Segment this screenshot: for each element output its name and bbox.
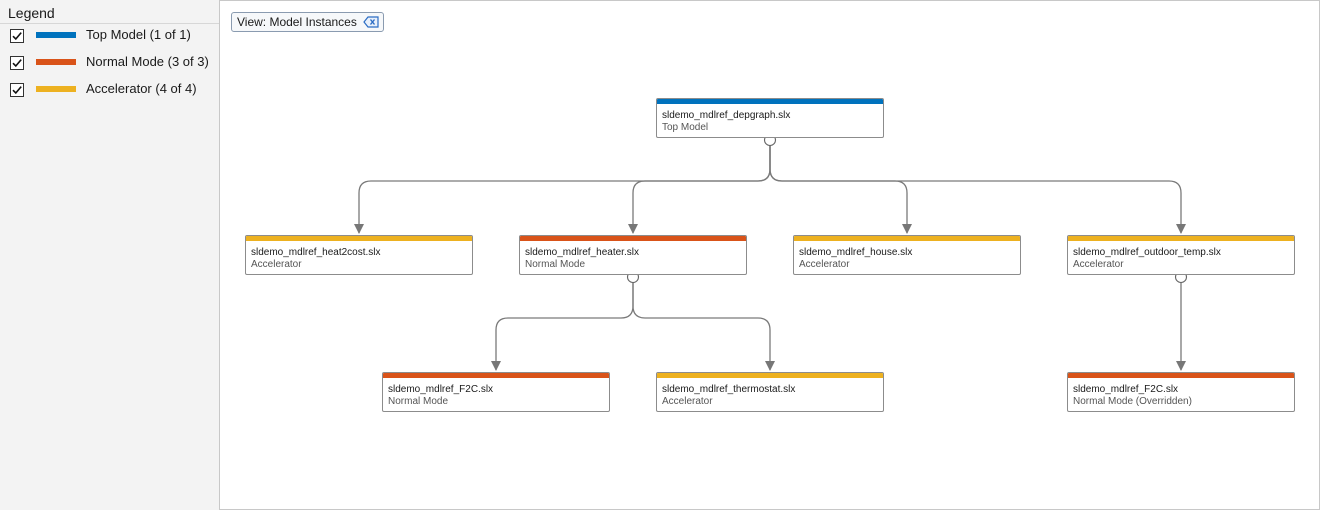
node-mode-bar: [1068, 236, 1294, 241]
legend-label-normal-mode: Normal Mode (3 of 3): [86, 54, 209, 69]
legend-label-top-model: Top Model (1 of 1): [86, 27, 191, 42]
model-node-f2c[interactable]: sldemo_mdlref_F2C.slx Normal Mode: [382, 372, 610, 412]
legend-label-accelerator: Accelerator (4 of 4): [86, 81, 197, 96]
node-mode-label: Accelerator: [1073, 259, 1124, 270]
node-mode-bar: [520, 236, 746, 241]
dependency-edge: [491, 282, 634, 371]
legend-checkbox-top-model[interactable]: [10, 29, 24, 43]
legend-divider: [0, 23, 219, 24]
node-model-name: sldemo_mdlref_thermostat.slx: [662, 384, 796, 395]
view-filter-label: View: Model Instances: [237, 15, 357, 29]
model-node-heater[interactable]: sldemo_mdlref_heater.slx Normal Mode: [519, 235, 747, 275]
legend-item-top-model[interactable]: Top Model (1 of 1): [0, 26, 219, 48]
model-node-outdoor-temp[interactable]: sldemo_mdlref_outdoor_temp.slx Accelerat…: [1067, 235, 1295, 275]
legend-swatch-top-model: [36, 32, 76, 38]
node-mode-bar: [383, 373, 609, 378]
model-node-top[interactable]: sldemo_mdlref_depgraph.slx Top Model: [656, 98, 884, 138]
node-mode-bar: [246, 236, 472, 241]
legend-item-accelerator[interactable]: Accelerator (4 of 4): [0, 80, 219, 102]
legend-item-normal-mode[interactable]: Normal Mode (3 of 3): [0, 53, 219, 75]
node-mode-bar: [657, 373, 883, 378]
node-model-name: sldemo_mdlref_outdoor_temp.slx: [1073, 247, 1221, 258]
node-mode-bar: [1068, 373, 1294, 378]
node-mode-bar: [657, 99, 883, 104]
view-filter-chip[interactable]: View: Model Instances: [231, 12, 384, 32]
legend-swatch-normal-mode: [36, 59, 76, 65]
model-node-house[interactable]: sldemo_mdlref_house.slx Accelerator: [793, 235, 1021, 275]
model-node-heat2cost[interactable]: sldemo_mdlref_heat2cost.slx Accelerator: [245, 235, 473, 275]
node-model-name: sldemo_mdlref_depgraph.slx: [662, 110, 791, 121]
node-model-name: sldemo_mdlref_F2C.slx: [1073, 384, 1179, 395]
node-model-name: sldemo_mdlref_heater.slx: [525, 247, 639, 258]
node-mode-label: Accelerator: [251, 259, 302, 270]
node-model-name: sldemo_mdlref_F2C.slx: [388, 384, 494, 395]
model-node-thermostat[interactable]: sldemo_mdlref_thermostat.slx Accelerator: [656, 372, 884, 412]
clear-filter-icon[interactable]: [363, 16, 379, 28]
node-mode-label: Accelerator: [799, 259, 850, 270]
dependency-edge: [354, 145, 771, 234]
legend-panel: Legend Top Model (1 of 1) Normal Mode (3…: [0, 0, 220, 510]
checkmark-icon: [12, 59, 22, 68]
graph-canvas[interactable]: View: Model Instances sldemo_mdlref_depg…: [220, 0, 1320, 510]
node-model-name: sldemo_mdlref_heat2cost.slx: [251, 247, 381, 258]
node-mode-bar: [794, 236, 1020, 241]
node-mode-label: Normal Mode: [525, 259, 586, 270]
legend-swatch-accelerator: [36, 86, 76, 92]
dependency-edge: [769, 145, 912, 234]
legend-checkbox-accelerator[interactable]: [10, 83, 24, 97]
node-mode-label: Accelerator: [662, 396, 713, 407]
model-node-f2c-overridden[interactable]: sldemo_mdlref_F2C.slx Normal Mode (Overr…: [1067, 372, 1295, 412]
node-mode-label: Normal Mode: [388, 396, 449, 407]
dependency-edge: [628, 145, 771, 234]
legend-title: Legend: [8, 5, 55, 21]
node-model-name: sldemo_mdlref_house.slx: [799, 247, 913, 258]
node-mode-label: Normal Mode (Overridden): [1073, 396, 1192, 407]
legend-checkbox-normal-mode[interactable]: [10, 56, 24, 70]
dependency-edge: [769, 145, 1186, 234]
checkmark-icon: [12, 86, 22, 95]
node-mode-label: Top Model: [662, 122, 709, 133]
dependency-edge: [632, 282, 775, 371]
checkmark-icon: [12, 32, 22, 41]
